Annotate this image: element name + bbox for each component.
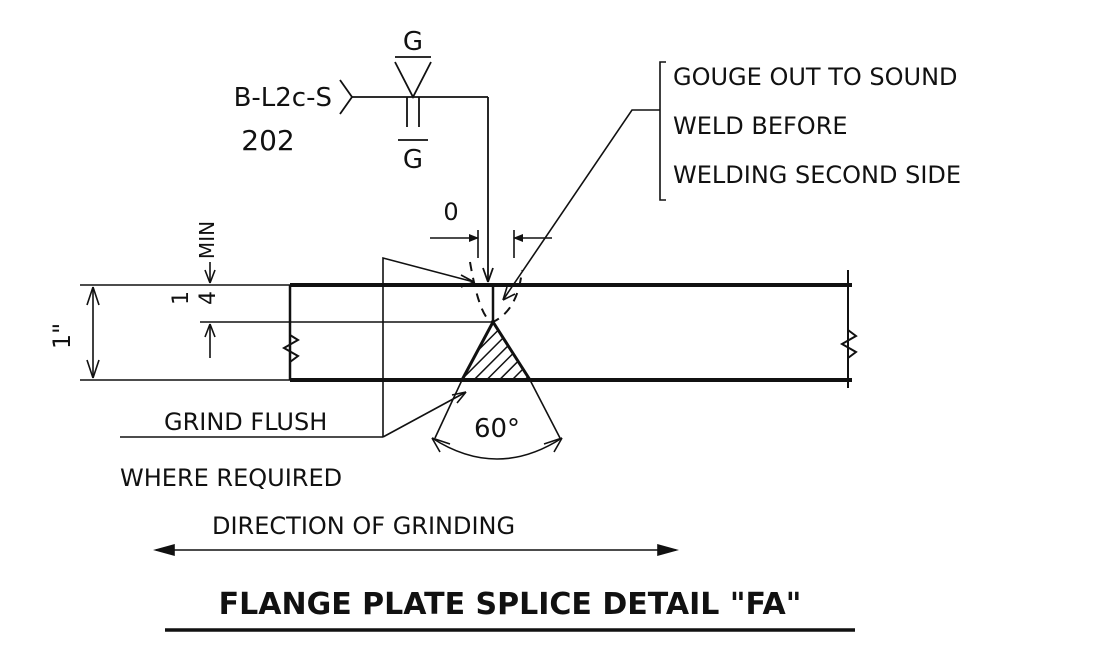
groove-joint-label: B-L2c-S — [234, 83, 332, 113]
root-opening-label: 0 — [443, 198, 458, 226]
gouge-note-line-1: GOUGE OUT TO SOUND — [673, 63, 958, 91]
groove-angle-arrow-left — [431, 437, 451, 453]
grind-note-line-1: GRIND FLUSH — [164, 408, 327, 436]
weld-symbol — [339, 56, 494, 283]
reference-tail — [339, 79, 354, 115]
thickness-arrow-bottom — [86, 359, 100, 379]
grind-top-arrowhead — [460, 274, 475, 288]
right-break-mark — [839, 329, 858, 359]
note-leaders — [120, 61, 855, 632]
dimensions — [80, 230, 563, 460]
min-arrow-bottom — [204, 323, 216, 338]
thickness-arrow-top — [86, 286, 100, 306]
grinding-direction-arrow-left — [153, 543, 175, 557]
labels: G G B-L2c-S 202 GOUGE OUT TO SOUND WELD … — [48, 27, 961, 622]
gouge-note-line-2: WELD BEFORE — [673, 112, 848, 140]
grind-note-line-2: WHERE REQUIRED — [120, 464, 342, 492]
v-groove-symbol — [394, 61, 432, 99]
grind-note-leader — [382, 391, 467, 438]
joint-number-label: 202 — [241, 124, 294, 157]
groove-angle-ext-right — [529, 379, 561, 439]
gouge-profile-dashed — [469, 261, 523, 324]
min-depth-numerator: 1 — [169, 291, 194, 305]
gouge-note-bracket — [659, 61, 666, 201]
grinding-direction-arrow-right — [657, 543, 679, 557]
grind-top-leader — [382, 256, 475, 437]
weld-arrow-head — [482, 267, 494, 283]
left-break-mark — [281, 334, 300, 363]
groove-angle-arc — [431, 437, 563, 460]
groove-angle-label: 60° — [474, 414, 520, 444]
gouge-note-arrowhead — [502, 286, 516, 301]
plate-thickness-label: 1" — [48, 323, 76, 349]
grinding-direction-label: DIRECTION OF GRINDING — [212, 512, 515, 540]
detail-title: FLANGE PLATE SPLICE DETAIL "FA" — [219, 587, 802, 622]
groove-weld-hatched — [459, 319, 533, 382]
gouge-note-line-3: WELDING SECOND SIDE — [673, 161, 961, 189]
min-label: MIN — [195, 221, 219, 259]
grind-note-arrowhead — [451, 391, 467, 404]
flange-plates — [281, 261, 858, 388]
groove-angle-ext-left — [434, 379, 463, 439]
gouge-note-leader — [502, 109, 660, 301]
groove-angle-arrow-right — [543, 437, 563, 453]
finish-arrow-side-label: G — [403, 27, 423, 57]
finish-other-side-label: G — [403, 145, 423, 175]
min-depth-denominator: 4 — [196, 291, 221, 305]
min-arrow-top — [204, 269, 216, 284]
